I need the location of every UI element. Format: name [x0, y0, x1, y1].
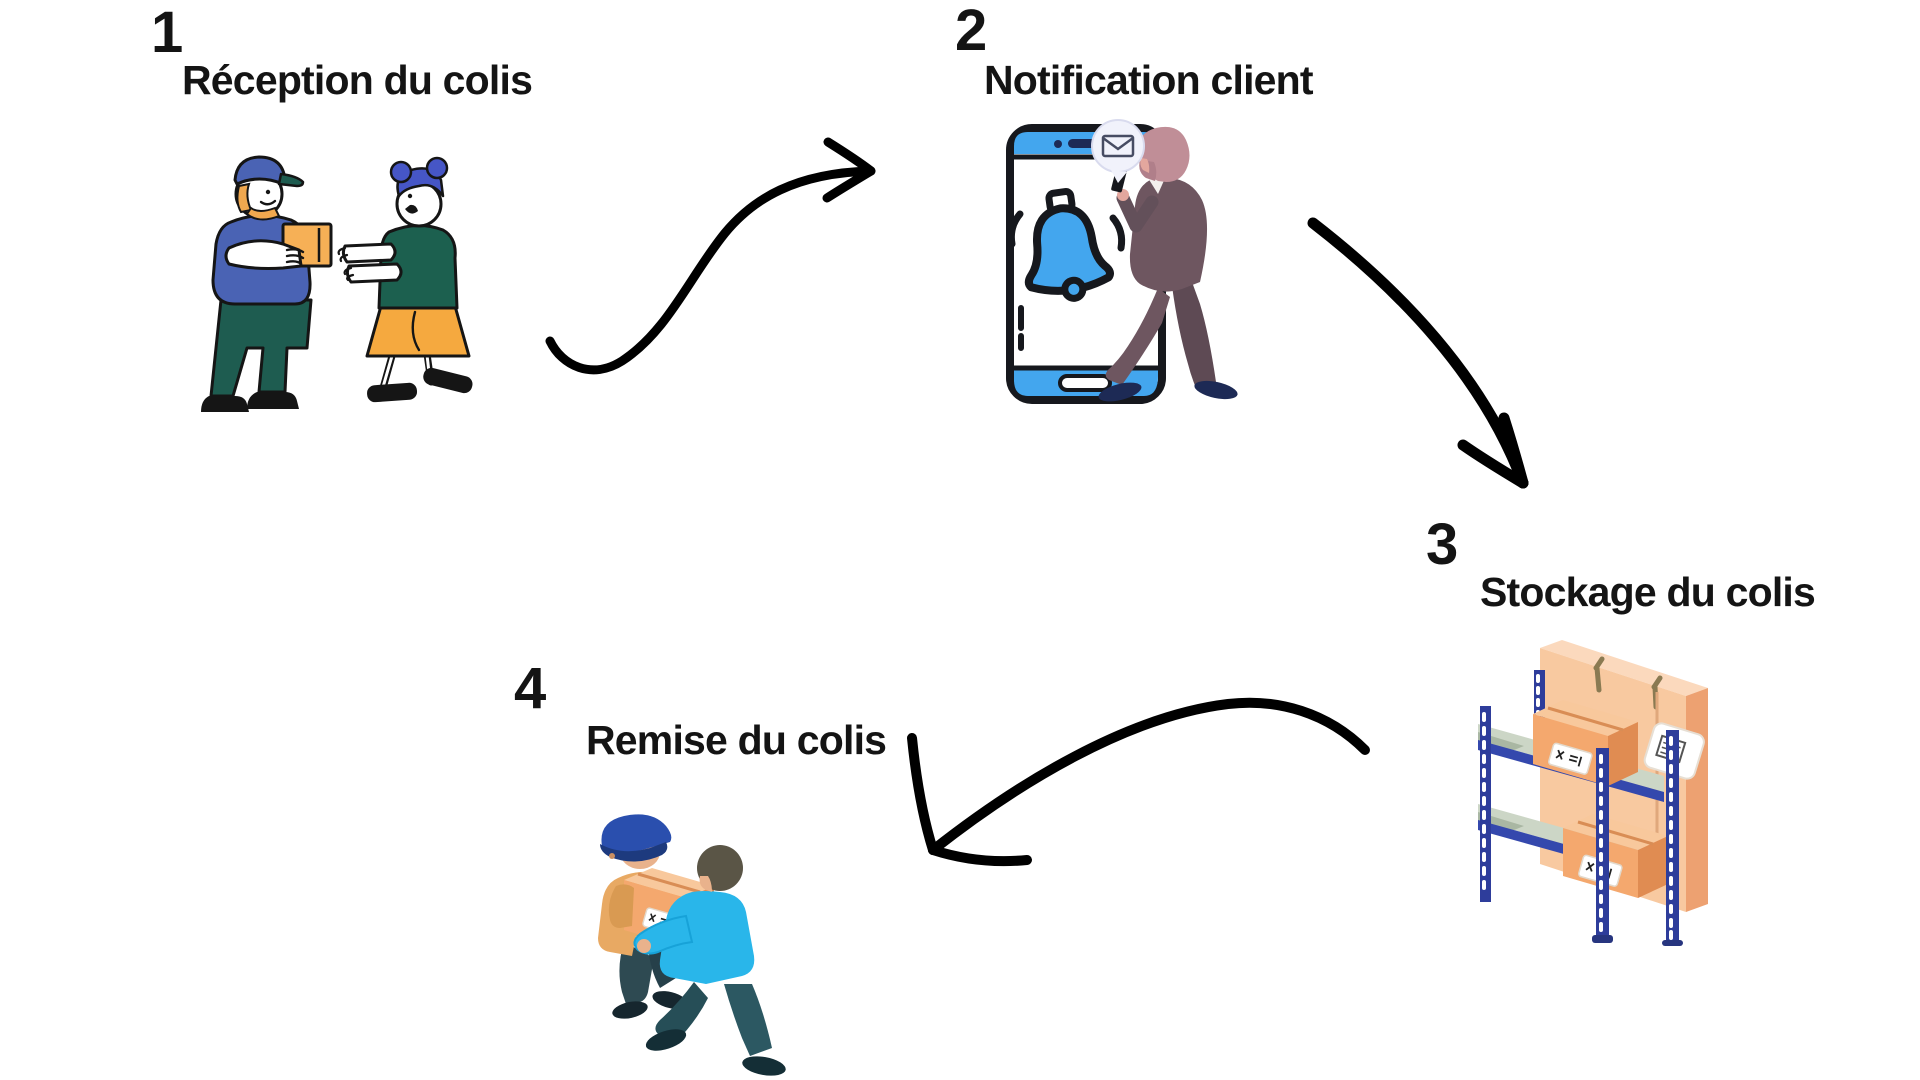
step-2-label: Notification client [984, 57, 1314, 103]
step-1-number: 1 [151, 0, 183, 65]
arrow-step-3-to-4 flow-arrow-icon [907, 697, 1370, 867]
step-1-illustration courier-handing-parcel-to-customer-illustration [201, 155, 473, 412]
step-2-illustration smartphone-notification-bell-illustration [1006, 119, 1238, 404]
step-3-label: Stockage du colis [1480, 569, 1816, 615]
arrow-step-2-to-3 flow-arrow-icon [1307, 217, 1529, 489]
step-4-number: 4 [514, 656, 546, 721]
step-2-number: 2 [955, 0, 987, 63]
step-1-label: Réception du colis [182, 57, 533, 103]
step-3-illustration warehouse-shelf-parcels-illustration [1478, 640, 1708, 946]
step-3-number: 3 [1426, 512, 1458, 577]
step-4-label: Remise du colis [586, 717, 887, 763]
arrow-step-1-to-2 flow-arrow-icon [545, 137, 876, 375]
step-4-illustration courier-delivering-parcel-illustration [598, 814, 786, 1076]
